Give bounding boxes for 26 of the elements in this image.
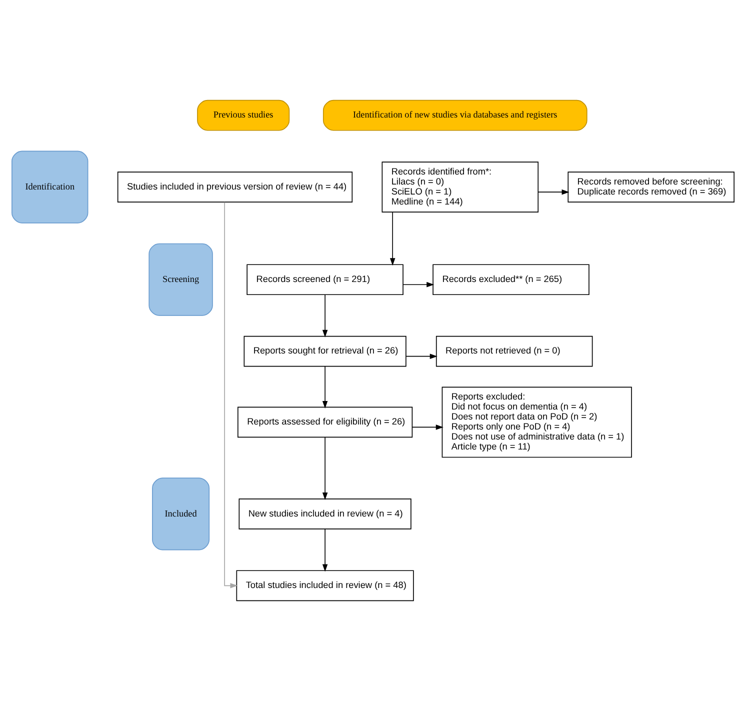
node-box: Studies included in previous version of review (n = 44) — [117, 172, 353, 202]
arrow — [406, 354, 438, 359]
arrow — [402, 282, 434, 288]
node-box: Reports assessed for eligibility (n = 26) — [238, 406, 413, 438]
node-box: Records excluded** (n = 265) — [432, 264, 590, 296]
arrow — [390, 212, 396, 266]
node-box: Reports excluded: Did not focus on dementia (n = 4) Does not report data on PoD (n = 2) Reports only one PoD (n = 4) Does not use of administrative data (n = 1) Article type (n = 11) — [442, 386, 632, 458]
node-box: Records removed before screening: Duplicate records removed (n = 369) — [568, 172, 734, 202]
arrow — [224, 202, 238, 588]
node-box: Previous studies — [197, 100, 290, 131]
arrow — [412, 424, 444, 430]
node-box: Reports not retrieved (n = 0) — [436, 336, 593, 367]
node-box: Screening — [148, 243, 213, 316]
arrow — [538, 189, 570, 195]
node-box: Records identified from*: Lilacs (n = 0) SciELO (n = 1) Medline (n = 144) — [382, 162, 539, 212]
arrow — [322, 294, 328, 338]
arrow — [322, 366, 328, 408]
arrow — [322, 528, 328, 572]
node-box: Records screened (n = 291) — [246, 264, 404, 296]
node-box: Identification — [12, 150, 88, 224]
node-box: New studies included in review (n = 4) — [238, 498, 412, 530]
node-box: Reports sought for retrieval (n = 26) — [244, 336, 406, 367]
node-box: Identification of new studies via databases and registers — [322, 100, 588, 131]
node-box: Included — [152, 478, 210, 550]
node-box: Total studies included in review (n = 48) — [236, 570, 414, 602]
arrow — [322, 436, 328, 500]
